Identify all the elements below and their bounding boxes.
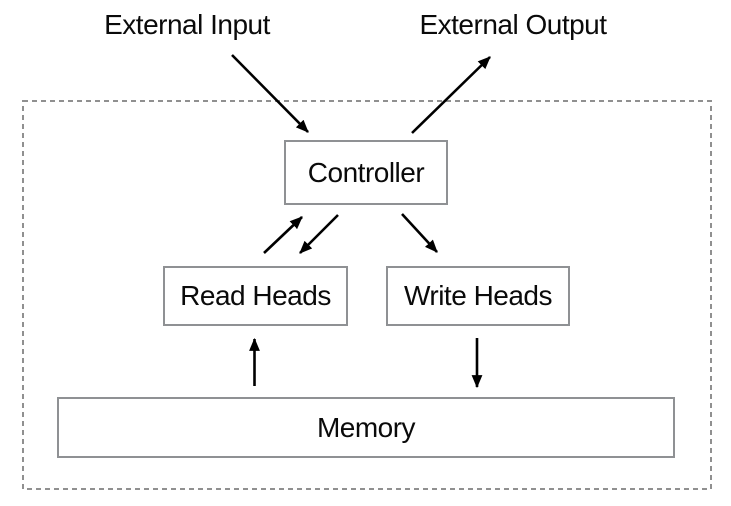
read-heads-box: Read Heads (163, 266, 348, 326)
write-heads-box: Write Heads (386, 266, 570, 326)
memory-box: Memory (57, 397, 675, 458)
external-output-label: External Output (419, 9, 607, 40)
arrow-external-input-to-controller (231, 54, 309, 133)
external-input-label: External Input (104, 9, 270, 40)
controller-label: Controller (307, 156, 425, 188)
memory-label: Memory (316, 411, 416, 443)
arrow-controller-to-external-output (411, 56, 491, 134)
arrow-controller-to-read-heads (299, 214, 339, 254)
write-heads-label: Write Heads (403, 280, 553, 311)
read-heads-label: Read Heads (180, 280, 331, 311)
controller-box: Controller (284, 140, 448, 205)
arrow-read-heads-to-controller (263, 216, 303, 254)
arrow-controller-to-write-heads (401, 213, 438, 253)
